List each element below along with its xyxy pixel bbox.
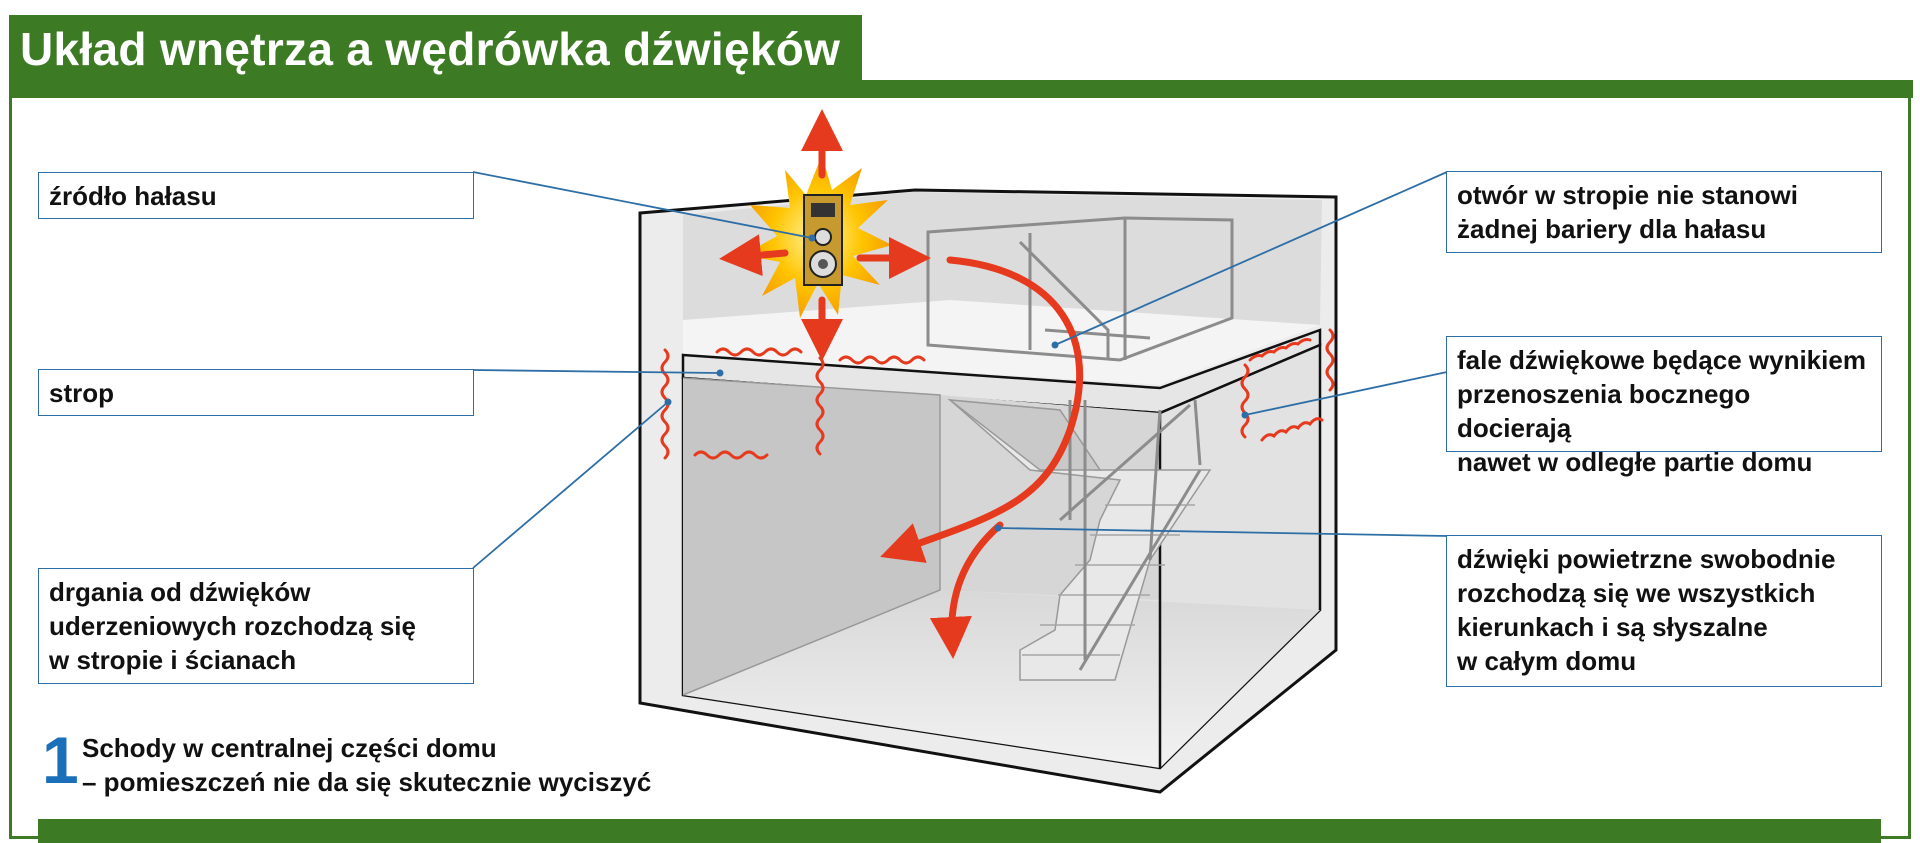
label-airborne: dźwięki powietrzne swobodnie rozchodzą s… [1446, 535, 1882, 687]
label-vibrations: drgania od dźwięków uderzeniowych rozcho… [38, 568, 474, 684]
figure-number: 1 [42, 723, 79, 797]
label-side-waves: fale dźwiękowe będące wynikiem przenosze… [1446, 336, 1882, 477]
footer-rule [38, 819, 1881, 843]
figure-caption: Schody w centralnej części domu – pomies… [82, 733, 652, 797]
page-title: Układ wnętrza a wędrówka dźwięków [20, 23, 841, 75]
upper-railing [926, 216, 1234, 362]
airborne-sound-path [880, 256, 1084, 659]
label-noise-source: źródło hałasu [38, 172, 474, 219]
vibration-waves [660, 328, 1335, 460]
leader-lines [472, 171, 1448, 569]
header-rule [9, 80, 1913, 98]
leader-dots [664, 234, 1249, 532]
label-ceiling: strop [38, 369, 474, 416]
label-opening: otwór w stropie nie stanowi żadnej barie… [1446, 171, 1882, 253]
